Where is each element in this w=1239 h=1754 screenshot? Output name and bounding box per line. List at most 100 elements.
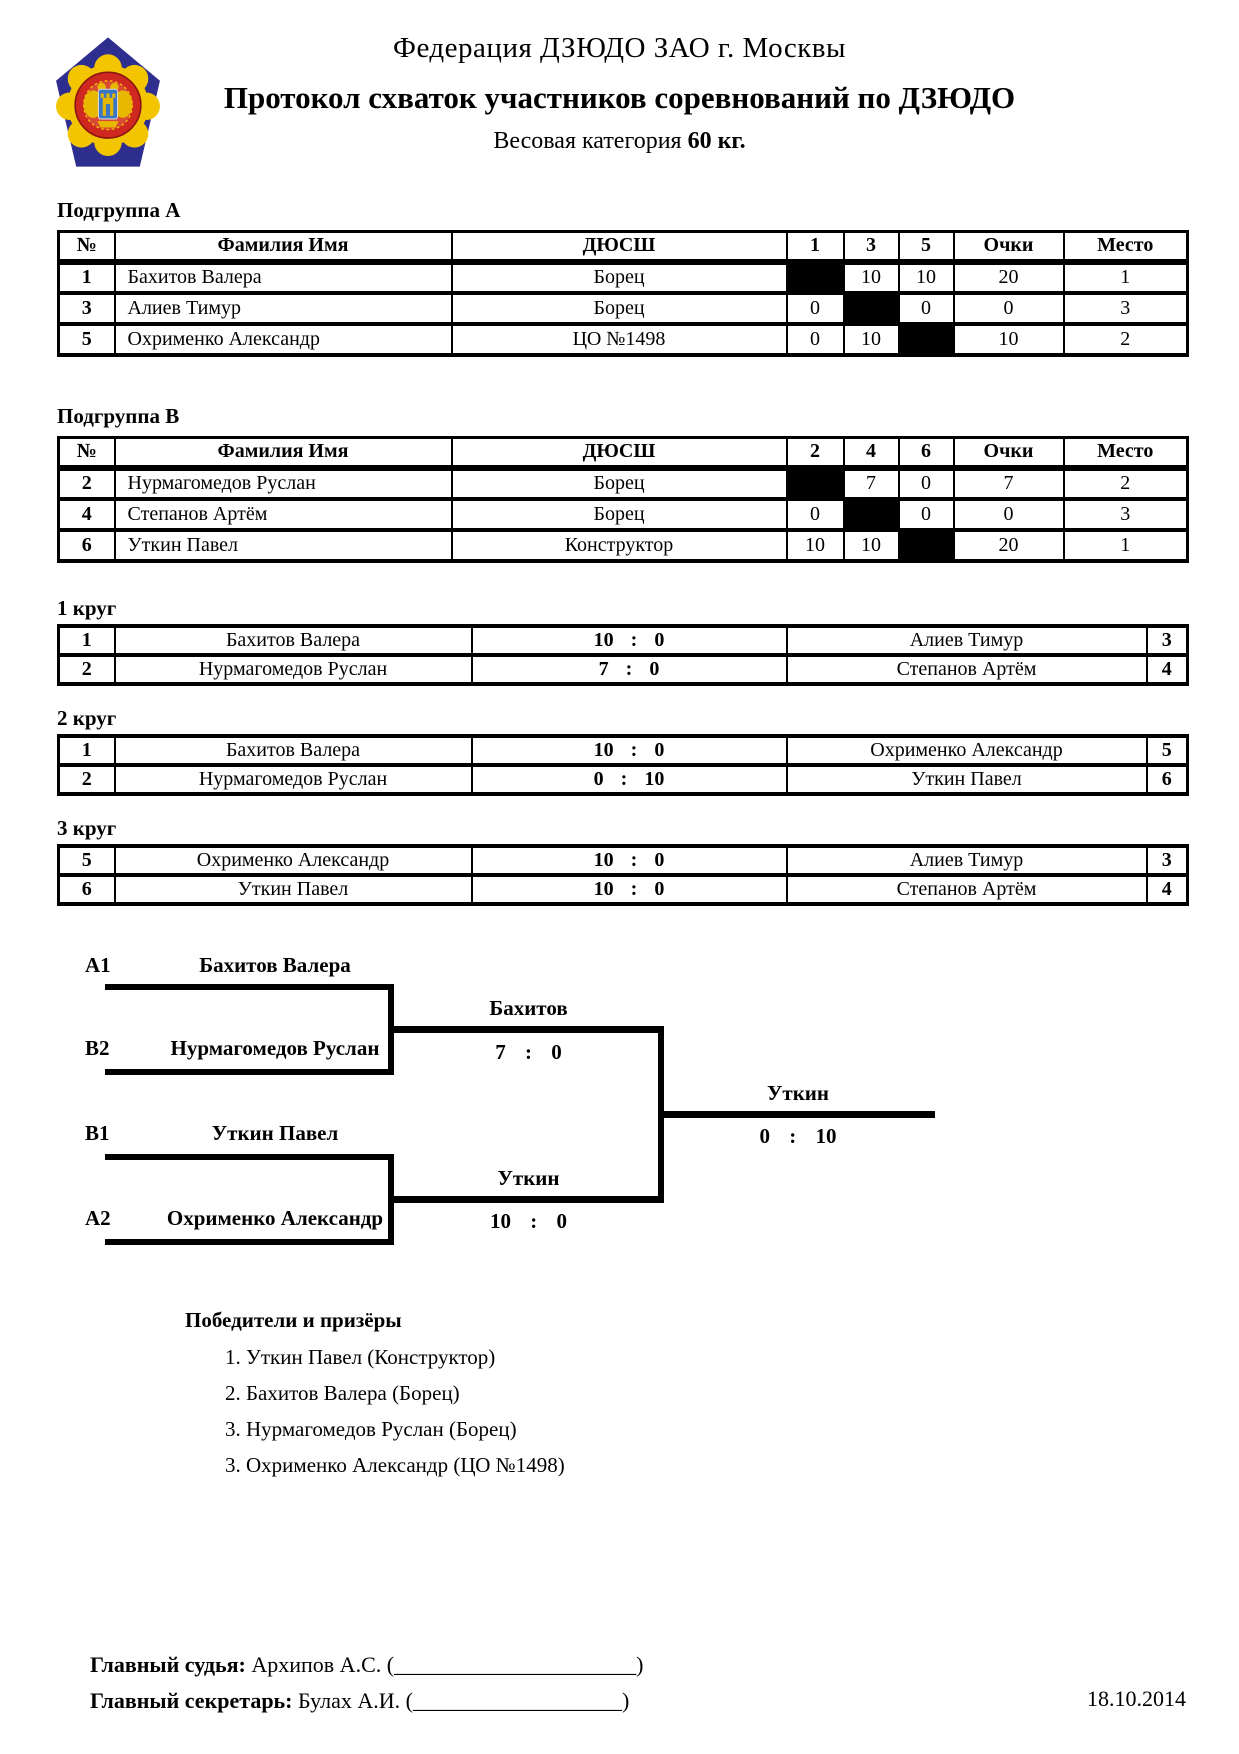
points-cell: 7 bbox=[952, 465, 1065, 501]
chief-judge-signature-blank: (______________________) bbox=[386, 1652, 644, 1677]
self-cell bbox=[897, 527, 955, 563]
final-line bbox=[661, 1111, 935, 1118]
result-cell: 10 bbox=[842, 321, 900, 357]
match-score: 0 : 10 bbox=[470, 763, 788, 796]
match-score: 10 : 0 bbox=[470, 734, 788, 767]
match-num-left: 1 bbox=[57, 624, 116, 657]
round-3-label: 3 круг bbox=[57, 816, 117, 840]
table-row: 1 Бахитов Валера Борец 10 10 20 1 bbox=[57, 259, 1189, 295]
match-num-left: 2 bbox=[57, 653, 116, 686]
athlete-name: Охрименко Александр bbox=[113, 321, 453, 357]
col-name: Фамилия Имя bbox=[113, 230, 453, 265]
bracket-slot: A1 Бахитов Валера bbox=[85, 953, 415, 978]
semifinal-2-line bbox=[393, 1196, 664, 1203]
subgroup-a-table: № Фамилия Имя ДЮСШ 1 3 5 Очки Место 1 Ба… bbox=[57, 230, 1189, 357]
round-2-table: 1 Бахитов Валера 10 : 0 Охрименко Алекса… bbox=[57, 734, 1189, 796]
seed-name: Бахитов Валера bbox=[199, 953, 351, 977]
athlete-num: 2 bbox=[57, 465, 116, 501]
match-score: 10 : 0 bbox=[470, 844, 788, 877]
athlete-club: Борец bbox=[450, 290, 788, 326]
seed-code: A1 bbox=[85, 953, 111, 977]
winner-item: 3. Нурмагомедов Руслан (Борец) bbox=[225, 1417, 517, 1441]
bracket-connector bbox=[388, 1154, 394, 1245]
match-num-left: 2 bbox=[57, 763, 116, 796]
points-cell: 0 bbox=[952, 496, 1065, 532]
athlete-club: ЦО №1498 bbox=[450, 321, 788, 357]
table-row: 4 Степанов Артём Борец 0 0 0 3 bbox=[57, 496, 1189, 532]
athlete-num: 5 bbox=[57, 321, 116, 357]
athlete-num: 1 bbox=[57, 259, 116, 295]
match-right-name: Степанов Артём bbox=[785, 873, 1148, 906]
winner-item: 1. Уткин Павел (Конструктор) bbox=[225, 1345, 496, 1369]
bracket-line bbox=[105, 1154, 393, 1160]
semifinal-1-line bbox=[393, 1026, 664, 1033]
seed-name: Охрименко Александр bbox=[166, 1206, 384, 1230]
match-left-name: Бахитов Валера bbox=[113, 734, 473, 767]
page-title: Протокол схваток участников соревнований… bbox=[223, 80, 1016, 115]
match-num-left: 6 bbox=[57, 873, 116, 906]
match-num-right: 5 bbox=[1145, 734, 1189, 767]
result-cell: 0 bbox=[785, 290, 845, 326]
col-points: Очки bbox=[952, 230, 1065, 265]
seed-code: B1 bbox=[85, 1121, 110, 1145]
match-row: 2 Нурмагомедов Руслан 7 : 0 Степанов Арт… bbox=[57, 653, 1189, 686]
seed-name: Нурмагомедов Руслан bbox=[170, 1036, 380, 1060]
match-right-name: Степанов Артём bbox=[785, 653, 1148, 686]
chief-judge-name: Архипов А.С. bbox=[245, 1652, 387, 1677]
match-num-right: 4 bbox=[1145, 653, 1189, 686]
chief-judge-label: Главный судья: bbox=[90, 1652, 246, 1677]
col-match-1: 1 bbox=[785, 230, 845, 265]
place-cell: 2 bbox=[1062, 465, 1189, 501]
result-cell: 7 bbox=[842, 465, 900, 501]
subgroup-b-label: Подгруппа В bbox=[57, 404, 180, 428]
round-1-label: 1 круг bbox=[57, 596, 117, 620]
seed-code: A2 bbox=[85, 1206, 111, 1230]
col-num: № bbox=[57, 436, 116, 471]
result-cell: 0 bbox=[897, 465, 955, 501]
match-num-right: 3 bbox=[1145, 844, 1189, 877]
athlete-num: 3 bbox=[57, 290, 116, 326]
winner-item: 2. Бахитов Валера (Борец) bbox=[225, 1381, 460, 1405]
athlete-club: Борец bbox=[450, 259, 788, 295]
match-num-left: 1 bbox=[57, 734, 116, 767]
athlete-club: Конструктор bbox=[450, 527, 788, 563]
round-2-label: 2 круг bbox=[57, 706, 117, 730]
semifinal-2-score: 10 : 0 bbox=[490, 1209, 567, 1233]
weight-category: Весовая категория 60 кг. bbox=[0, 128, 1239, 155]
round-1-table: 1 Бахитов Валера 10 : 0 Алиев Тимур 3 2 … bbox=[57, 624, 1189, 686]
col-points: Очки bbox=[952, 436, 1065, 471]
points-cell: 10 bbox=[952, 321, 1065, 357]
winners-list: 1. Уткин Павел (Конструктор) 2. Бахитов … bbox=[185, 1345, 565, 1478]
place-cell: 3 bbox=[1062, 290, 1189, 326]
match-left-name: Нурмагомедов Руслан bbox=[113, 763, 473, 796]
col-name: Фамилия Имя bbox=[113, 436, 453, 471]
table-row: 3 Алиев Тимур Борец 0 0 0 3 bbox=[57, 290, 1189, 326]
final-winner: Уткин bbox=[766, 1081, 830, 1105]
place-cell: 3 bbox=[1062, 496, 1189, 532]
col-place: Место bbox=[1062, 230, 1189, 265]
semifinal-1-winner: Бахитов bbox=[489, 996, 568, 1020]
athlete-name: Уткин Павел bbox=[113, 527, 453, 563]
col-match-4: 4 bbox=[842, 436, 900, 471]
col-place: Место bbox=[1062, 436, 1189, 471]
points-cell: 0 bbox=[952, 290, 1065, 326]
points-cell: 20 bbox=[952, 259, 1065, 295]
result-cell: 10 bbox=[842, 259, 900, 295]
match-row: 5 Охрименко Александр 10 : 0 Алиев Тимур… bbox=[57, 844, 1189, 877]
result-cell: 10 bbox=[785, 527, 845, 563]
self-cell bbox=[785, 259, 845, 295]
result-cell: 0 bbox=[897, 496, 955, 532]
match-num-right: 4 bbox=[1145, 873, 1189, 906]
match-num-left: 5 bbox=[57, 844, 116, 877]
points-cell: 20 bbox=[952, 527, 1065, 563]
seed-code: B2 bbox=[85, 1036, 110, 1060]
athlete-club: Борец bbox=[450, 465, 788, 501]
result-cell: 10 bbox=[897, 259, 955, 295]
col-match-5: 5 bbox=[897, 230, 955, 265]
col-club: ДЮСШ bbox=[450, 436, 788, 471]
place-cell: 1 bbox=[1062, 259, 1189, 295]
athlete-num: 4 bbox=[57, 496, 116, 532]
match-left-name: Бахитов Валера bbox=[113, 624, 473, 657]
chief-secretary-signature-blank: (___________________) bbox=[405, 1688, 630, 1713]
